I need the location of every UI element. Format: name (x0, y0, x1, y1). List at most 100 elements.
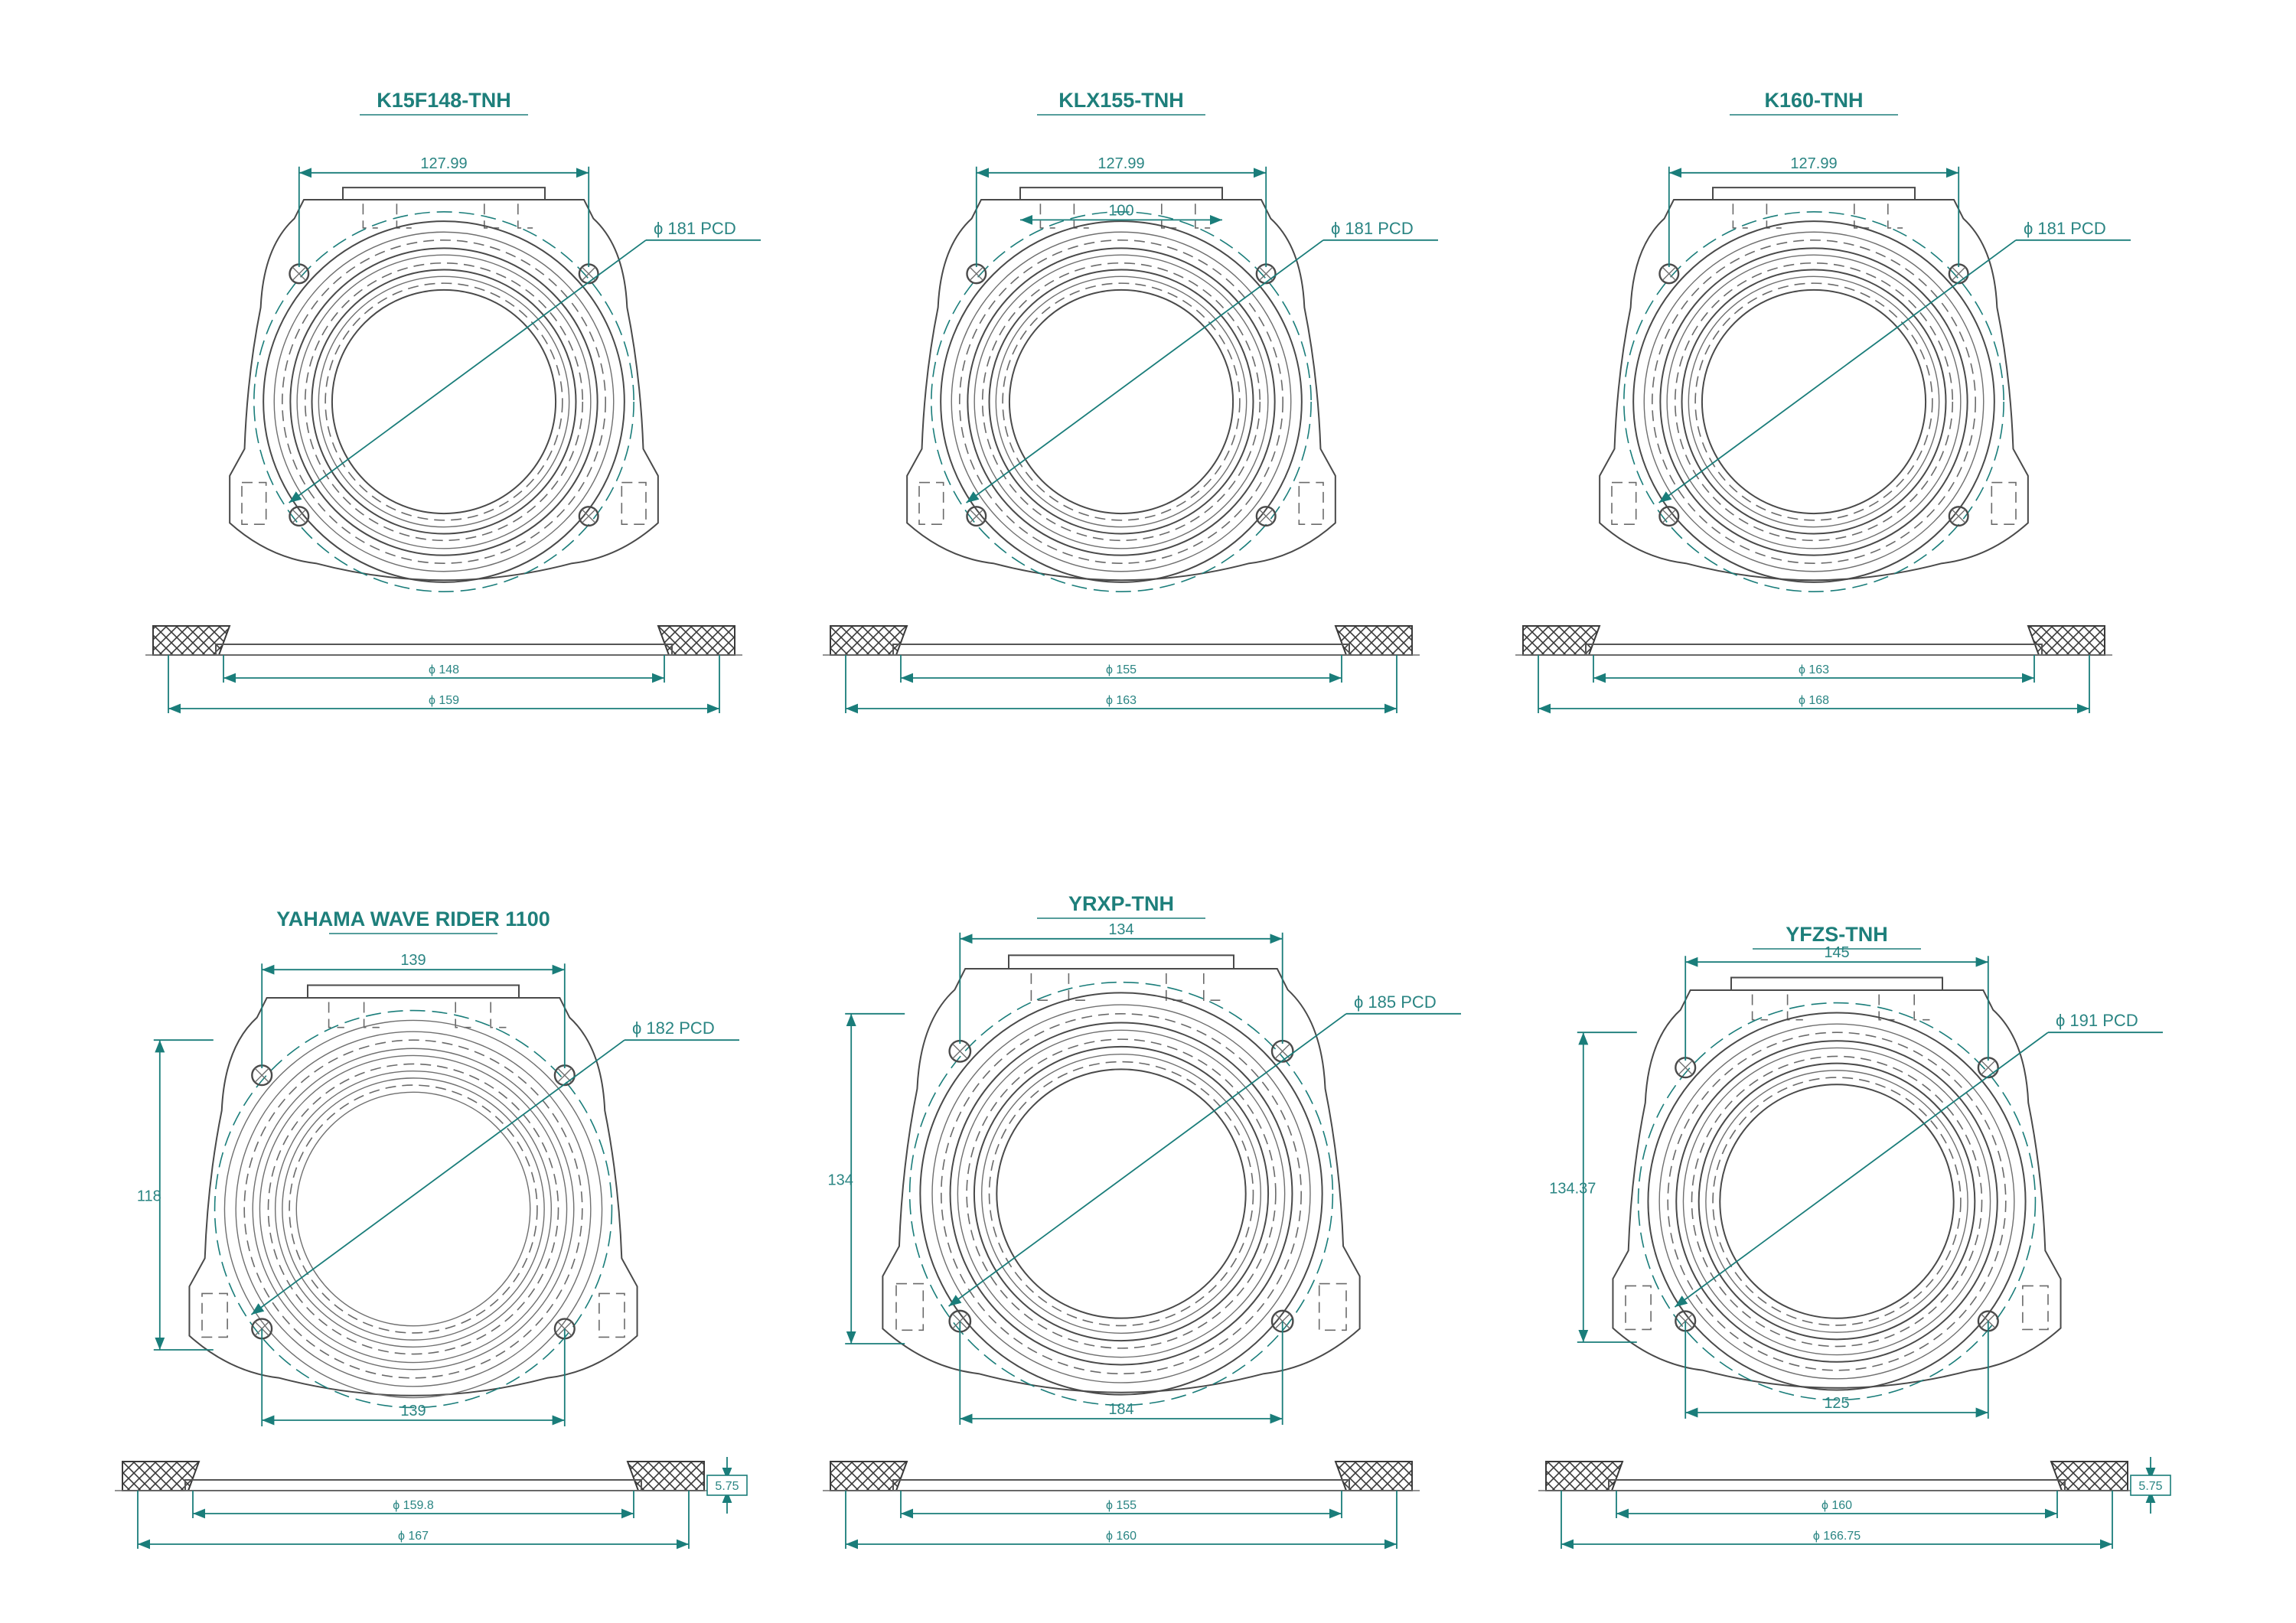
pcd-leader (1674, 1031, 2049, 1308)
ring-5 (304, 262, 584, 542)
bolt-hole-2 (289, 506, 310, 527)
ring-6 (988, 269, 1254, 535)
rib-notch-0 (362, 204, 378, 229)
side-lug-0 (918, 481, 944, 525)
gasket-outer-label: ϕ 168 (1799, 694, 1829, 707)
flange-outline (906, 199, 1336, 582)
flange-outline (882, 968, 1361, 1393)
ring-6 (973, 1045, 1270, 1342)
ring-5 (966, 1038, 1277, 1349)
bolt-hole-3 (578, 506, 599, 527)
drawing-title: YAHAMA WAVE RIDER 1100 (276, 908, 550, 930)
pcd-circle (214, 1009, 613, 1409)
bolt-hole-cross-b-0 (1662, 266, 1676, 281)
rib-notch-3 (1195, 204, 1211, 229)
bolt-hole-cross-b-1 (582, 266, 596, 281)
pcd-leader (948, 1013, 1347, 1307)
section-hatch-left (152, 625, 231, 656)
bolt-hole-cross-b-0 (292, 266, 306, 281)
bolt-hole-cross-b-0 (254, 1067, 269, 1083)
section-hatch-left (1522, 625, 1601, 656)
ring-4 (296, 254, 592, 549)
ring-7 (1688, 275, 1940, 528)
ring-8 (988, 1061, 1254, 1327)
ring-7 (1705, 1070, 1968, 1333)
drawing-title: YFZS-TNH (1786, 923, 1887, 946)
rib-notch-0 (328, 1002, 344, 1028)
rib-notch-0 (1751, 994, 1768, 1021)
ring-6 (1681, 269, 1947, 535)
gasket-inner-label: ϕ 155 (1106, 663, 1137, 676)
gasket-outer-label: ϕ 159 (429, 694, 459, 707)
rib-notch-3 (1913, 994, 1930, 1021)
thickness-box (2130, 1475, 2171, 1496)
drawing-title: YRXP-TNH (1068, 892, 1174, 915)
side-lug-0 (201, 1292, 228, 1338)
width-dim-label: 127.99 (1790, 155, 1837, 172)
side-lug-1 (1298, 481, 1324, 525)
gasket-plate (892, 644, 1350, 656)
ring-5 (267, 1063, 559, 1355)
ring-9 (996, 1068, 1247, 1319)
side-lug-0 (1625, 1285, 1652, 1331)
rib-notch-3 (517, 204, 533, 229)
pcd-leader (250, 1039, 625, 1315)
section-hatch-left (830, 1461, 908, 1491)
pcd-circle (1623, 211, 2004, 592)
ring-2 (1652, 239, 1977, 564)
rib-notch-2 (1878, 994, 1895, 1021)
ring-4 (259, 1054, 568, 1364)
side-lug-1 (2022, 1285, 2049, 1331)
section-hatch-right (657, 625, 735, 656)
side-dim-label: 118 (137, 1188, 161, 1205)
bolt-hole-cross-b-3 (1952, 509, 1966, 523)
thickness-box (706, 1475, 748, 1496)
bolt-hole-cross-b-1 (1274, 1043, 1290, 1059)
section-hatch-right (2027, 625, 2105, 656)
bolt-hole-cross-b-1 (1981, 1060, 1996, 1075)
pcd-label: ϕ 185 PCD (1354, 992, 1437, 1012)
ring-4 (957, 1029, 1286, 1358)
rib-notch-0 (1030, 973, 1048, 1001)
ring-1 (951, 231, 1292, 572)
pcd-circle (931, 211, 1312, 592)
pcd-label: ϕ 191 PCD (2056, 1011, 2138, 1030)
ring-8 (1712, 1077, 1962, 1326)
ring-4 (974, 254, 1269, 549)
section-hatch-left (830, 625, 908, 656)
ring-3 (967, 247, 1276, 556)
flange-top-tab (1008, 954, 1234, 969)
flange-top-tab (342, 187, 546, 200)
ring-3 (1659, 247, 1968, 556)
ring-8 (325, 282, 563, 521)
bolt-hole-3 (1255, 506, 1277, 527)
ring-0 (263, 220, 625, 583)
bolt-hole-cross-b-1 (1259, 266, 1274, 281)
bolt-hole-cross-b-1 (557, 1067, 572, 1083)
rib-notch-3 (1887, 204, 1903, 229)
bolt-hole-cross-b-1 (1952, 266, 1966, 281)
ring-3 (289, 247, 598, 556)
gasket-plate (1608, 1479, 2066, 1491)
ring-7 (995, 275, 1247, 528)
ring-8 (1694, 282, 1933, 521)
section-hatch-right (626, 1461, 705, 1491)
rib-notch-2 (1854, 204, 1870, 229)
ring-3 (252, 1048, 575, 1370)
ring-1 (235, 1031, 592, 1387)
ring-7 (981, 1054, 1261, 1334)
ring-9 (1701, 288, 1927, 515)
flange-outline (188, 997, 638, 1396)
width-dim-label: 134 (1108, 921, 1133, 938)
width-dim-label: 127.99 (1097, 155, 1144, 172)
pcd-circle (253, 211, 634, 592)
gasket-inner-label: ϕ 163 (1799, 663, 1829, 676)
gasket-outer-label: ϕ 167 (398, 1530, 429, 1543)
rib-notch-2 (484, 204, 500, 229)
ring-8 (1002, 282, 1241, 521)
